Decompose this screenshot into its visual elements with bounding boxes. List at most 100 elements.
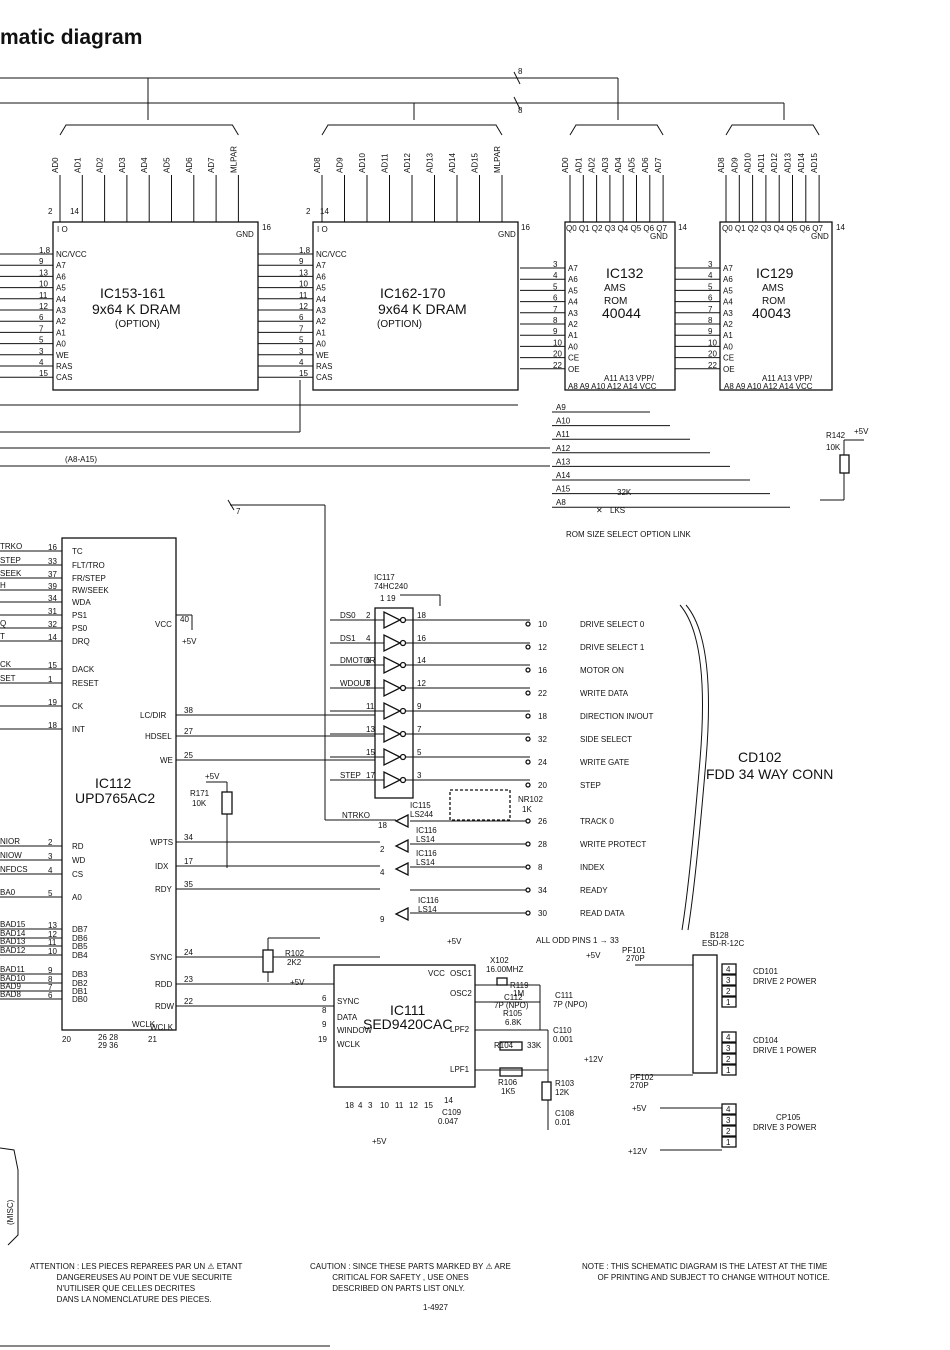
- fdc-pin-name: CK: [72, 702, 84, 711]
- fdc-pin-name: PS1: [72, 611, 88, 620]
- driver-signal-label: DS1: [340, 634, 356, 643]
- fdc-pin-name: WD: [72, 856, 86, 865]
- ic129-name: IC129: [756, 265, 794, 281]
- svg-text:X102: X102: [490, 956, 509, 965]
- svg-text:15: 15: [424, 1101, 433, 1110]
- rom-b-pin-label: AD14: [797, 152, 806, 173]
- rom-a-pin-label: AD3: [601, 157, 610, 173]
- ic132-pin-num: 20: [553, 350, 562, 359]
- r142-resistor: R142 10K +5V: [820, 427, 869, 501]
- svg-text:0.001: 0.001: [553, 1035, 574, 1044]
- buffer-out-num: 16: [417, 634, 426, 643]
- ic112-left-pins: TC16TRKOFLT/TRO33STEPFR/STEP37SEEKRW/SEE…: [0, 542, 109, 1004]
- fdd-pin-num: 24: [538, 758, 547, 767]
- ic153-pin-num: 1,8: [39, 246, 51, 255]
- fdc-right-pin-name: RDY: [155, 885, 173, 894]
- ic153-pin-name: A7: [56, 261, 66, 270]
- svg-text:2: 2: [48, 207, 53, 216]
- ic153-pin-name: A3: [56, 306, 66, 315]
- buffer-out-num: 9: [417, 702, 422, 711]
- rom-addr-label: A11: [556, 430, 570, 439]
- ic162-pin-num: 9: [299, 257, 304, 266]
- svg-text:20: 20: [62, 1035, 71, 1044]
- fdc-right-pin-name: WPTS: [150, 838, 173, 847]
- svg-text:A8 A9 A10 A12 A14 VCC: A8 A9 A10 A12 A14 VCC: [724, 382, 813, 391]
- fdc-pin-name: DB2: [72, 979, 88, 988]
- svg-text:NTRKO: NTRKO: [342, 811, 370, 820]
- fdc-right-pin-name: WE: [160, 756, 173, 765]
- svg-text:C108: C108: [555, 1109, 575, 1118]
- option-link-label: ROM SIZE SELECT OPTION LINK: [566, 530, 691, 539]
- buffer-out-num: 12: [417, 679, 426, 688]
- svg-text:GND: GND: [236, 230, 254, 239]
- ic162-pin-name: CAS: [316, 373, 332, 382]
- dram-a-pin-label: AD5: [163, 157, 172, 173]
- fdc-pin-name: DB7: [72, 925, 88, 934]
- svg-text:DRIVE 1 POWER: DRIVE 1 POWER: [753, 1046, 817, 1055]
- fdd-signal-name: STEP: [580, 781, 601, 790]
- fdc-right-pin-num: 25: [184, 751, 193, 760]
- ic153-pin-num: 4: [39, 358, 44, 367]
- fdc-right-pin-num: 24: [184, 948, 193, 957]
- fdd-signal-name: TRACK 0: [580, 817, 614, 826]
- ic162-type: 9x64 K DRAM: [378, 301, 467, 317]
- fdd-pin-num: 28: [538, 840, 547, 849]
- svg-text:I O: I O: [317, 225, 328, 234]
- fdc-pin-num: 5: [48, 889, 53, 898]
- fdc-signal-label: NIOW: [0, 851, 22, 860]
- page-number: 1-4927: [423, 1303, 448, 1312]
- misc-bracket: (MISC): [0, 1147, 19, 1246]
- svg-text:4: 4: [380, 868, 385, 877]
- ic129-pin-name: A4: [723, 298, 733, 307]
- svg-text:9: 9: [322, 1020, 327, 1029]
- svg-text:CD101: CD101: [753, 967, 778, 976]
- svg-text:PF102: PF102: [630, 1073, 654, 1082]
- svg-text:R105: R105: [503, 1009, 523, 1018]
- ic162-pin-num: 6: [299, 313, 304, 322]
- svg-text:C112: C112: [504, 993, 523, 1002]
- ic153-pin-name: CAS: [56, 373, 72, 382]
- fdc-pin-num: 1: [48, 675, 53, 684]
- rom-b-pin-label: AD8: [717, 157, 726, 173]
- ic162-pin-name: A6: [316, 272, 326, 281]
- driver-signal-label: DS0: [340, 611, 356, 620]
- svg-text:+5V: +5V: [854, 427, 869, 436]
- svg-text:4: 4: [358, 1101, 363, 1110]
- ic132-l2: ROM: [604, 296, 627, 307]
- fdc-signal-label: BAD14: [0, 929, 26, 938]
- svg-text:1 19: 1 19: [380, 594, 396, 603]
- ic129-pin-num: 22: [708, 361, 717, 370]
- svg-text:IC116: IC116: [418, 896, 439, 905]
- rom-addr-label: A13: [556, 457, 571, 466]
- driver-signal-label: STEP: [340, 771, 361, 780]
- svg-text:Q0 Q1 Q2 Q3 Q4 Q5 Q6 Q7: Q0 Q1 Q2 Q3 Q4 Q5 Q6 Q7: [722, 224, 823, 233]
- fdc-pin-name: DACK: [72, 665, 95, 674]
- rom-addr-label: A14: [556, 471, 571, 480]
- svg-text:IC111: IC111: [390, 1002, 425, 1018]
- power-connectors: B128 ESD-R-12C PF101 270P +5V +12V PF102…: [584, 931, 817, 1156]
- ic162-pin-name: WE: [316, 351, 329, 360]
- ic162-pin-num: 11: [299, 291, 308, 300]
- fdc-pin-num: 4: [48, 866, 53, 875]
- fdd-pin-num: 18: [538, 712, 547, 721]
- ic129-pin-num: 8: [708, 316, 713, 325]
- fdc-right-pin-num: 38: [184, 706, 193, 715]
- svg-text:8: 8: [518, 106, 523, 115]
- ic111-bottom-pins: 18 4 3 10 11 12 15 14 +5V +5V: [345, 937, 462, 1146]
- ic112-name: IC112: [95, 775, 132, 791]
- svg-text:2K2: 2K2: [287, 958, 302, 967]
- ic129-pin-name: A3: [723, 309, 733, 318]
- dram-a-pin-label: AD0: [51, 157, 60, 173]
- ic153-pin-num: 6: [39, 313, 44, 322]
- ic132-pin-name: A7: [568, 264, 578, 273]
- svg-text:DATA: DATA: [337, 1013, 358, 1022]
- fdc-pin-num: 15: [48, 661, 57, 670]
- svg-text:R104: R104: [494, 1041, 514, 1050]
- fdd-signal-name: DRIVE SELECT 1: [580, 643, 645, 652]
- ic162-left-pins: NC/VCC1,8A79A613A510A411A312A26A17A05WE3…: [258, 246, 347, 382]
- buffer-out-num: 3: [417, 771, 422, 780]
- ic129-pin-num: 5: [708, 282, 713, 291]
